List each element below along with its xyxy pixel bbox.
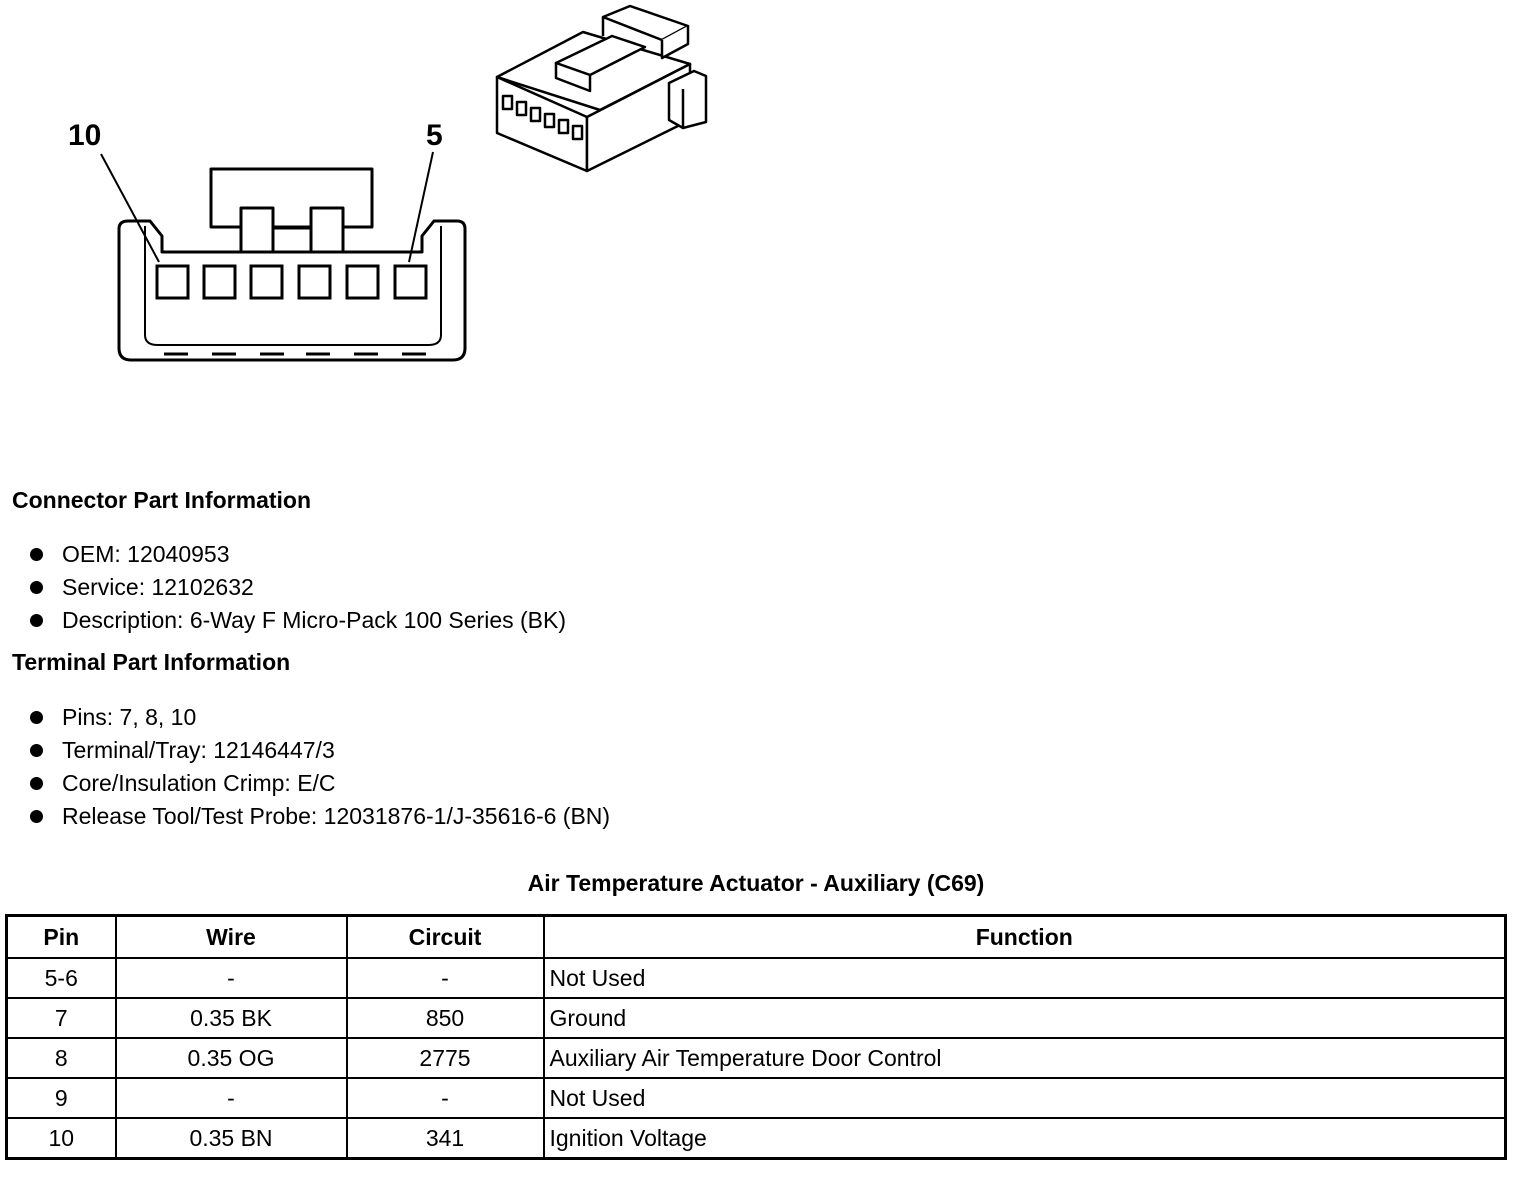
connector-face-diagram: 10 5 <box>68 4 708 362</box>
cell-pin: 9 <box>5 1077 117 1119</box>
terminal-part-info-list: Pins: 7, 8, 10 Terminal/Tray: 12146447/3… <box>28 701 610 833</box>
cell-circuit: 341 <box>345 1117 545 1160</box>
bullet-icon <box>30 711 43 724</box>
cell-circuit: 2775 <box>345 1037 545 1079</box>
list-item: Terminal/Tray: 12146447/3 <box>28 734 610 767</box>
cell-wire: - <box>114 957 348 999</box>
cell-wire: - <box>114 1077 348 1119</box>
column-header-pin: Pin <box>5 914 117 959</box>
column-header-wire: Wire <box>114 914 348 959</box>
pin-cavity <box>297 264 332 300</box>
bullet-icon <box>30 614 43 627</box>
pin-cavity <box>202 264 237 300</box>
pin-cavity <box>249 264 284 300</box>
pinout-table: Pin Wire Circuit Function 5-6 - - Not Us… <box>5 914 1507 1160</box>
bullet-icon <box>30 581 43 594</box>
bullet-icon <box>30 777 43 790</box>
latch-tab-left <box>239 206 275 254</box>
table-row: 10 0.35 BN 341 Ignition Voltage <box>5 1117 1507 1160</box>
list-item: OEM: 12040953 <box>28 538 566 571</box>
table-row: 9 - - Not Used <box>5 1077 1507 1119</box>
pin-cavity <box>155 264 190 300</box>
cell-circuit: 850 <box>345 997 545 1039</box>
cell-wire: 0.35 OG <box>114 1037 348 1079</box>
connector-part-info-heading: Connector Part Information <box>12 487 312 513</box>
connector-part-info-list: OEM: 12040953 Service: 12102632 Descript… <box>28 538 566 637</box>
cell-wire: 0.35 BK <box>114 997 348 1039</box>
list-item: Description: 6-Way F Micro-Pack 100 Seri… <box>28 604 566 637</box>
latch-block <box>209 167 374 229</box>
cell-wire: 0.35 BN <box>114 1117 348 1160</box>
cell-function: Auxiliary Air Temperature Door Control <box>542 1037 1507 1079</box>
bullet-icon <box>30 548 43 561</box>
list-item: Service: 12102632 <box>28 571 566 604</box>
cell-circuit: - <box>345 957 545 999</box>
cell-pin: 7 <box>5 997 117 1039</box>
connector-housing <box>117 219 467 362</box>
bullet-icon <box>30 810 43 823</box>
cell-circuit: - <box>345 1077 545 1119</box>
pin-cavity <box>345 264 380 300</box>
leader-line-right <box>408 151 434 263</box>
pin-label-5: 5 <box>426 119 443 152</box>
pin-label-10: 10 <box>68 119 101 152</box>
cell-pin: 10 <box>5 1117 117 1160</box>
cell-pin: 8 <box>5 1037 117 1079</box>
list-item: Core/Insulation Crimp: E/C <box>28 767 610 800</box>
column-header-function: Function <box>542 914 1507 959</box>
cell-function: Not Used <box>542 957 1507 999</box>
latch-tab-right <box>309 206 345 254</box>
terminal-part-info-heading: Terminal Part Information <box>12 649 291 675</box>
column-header-circuit: Circuit <box>345 914 545 959</box>
leader-line-left <box>100 153 160 263</box>
list-item: Release Tool/Test Probe: 12031876-1/J-35… <box>28 800 610 833</box>
cell-pin: 5-6 <box>5 957 117 999</box>
list-item: Pins: 7, 8, 10 <box>28 701 610 734</box>
table-row: 8 0.35 OG 2775 Auxiliary Air Temperature… <box>5 1037 1507 1079</box>
cell-function: Ignition Voltage <box>542 1117 1507 1160</box>
table-title: Air Temperature Actuator - Auxiliary (C6… <box>527 870 985 896</box>
bullet-icon <box>30 744 43 757</box>
pin-cavity <box>393 264 428 300</box>
table-row: 5-6 - - Not Used <box>5 957 1507 999</box>
connector-isometric-view <box>495 4 708 173</box>
table-row: 7 0.35 BK 850 Ground <box>5 997 1507 1039</box>
cell-function: Not Used <box>542 1077 1507 1119</box>
cell-function: Ground <box>542 997 1507 1039</box>
table-header-row: Pin Wire Circuit Function <box>5 914 1507 959</box>
